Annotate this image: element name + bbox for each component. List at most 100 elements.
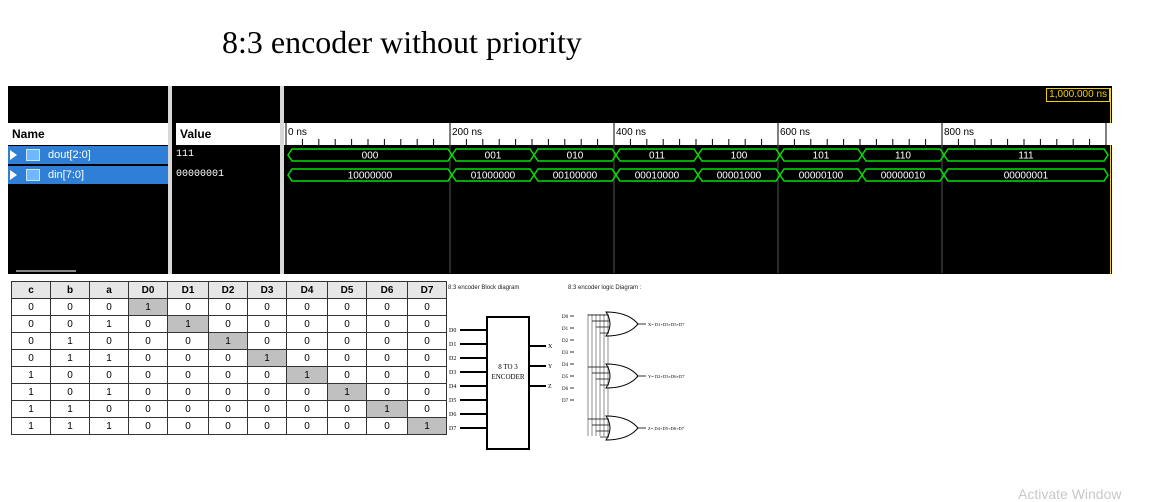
time-cursor[interactable] (1110, 88, 1111, 274)
input-label: D0 (449, 328, 456, 334)
bus-value-label: 00000010 (881, 171, 926, 182)
truth-table-cell: 1 (50, 400, 90, 418)
bus-value-label: 010 (567, 151, 584, 162)
truth-table-cell: 0 (366, 298, 408, 316)
truth-table-cell: 0 (407, 349, 447, 367)
logic-input-label: D4 (562, 363, 569, 368)
truth-table-cell: 0 (208, 417, 248, 435)
value-column-header[interactable]: Value (176, 123, 280, 145)
truth-table-cell: 0 (327, 417, 367, 435)
truth-table-cell: 0 (128, 400, 168, 418)
signal-value-din: 00000001 (176, 169, 225, 180)
signal-name: dout[2:0] (48, 149, 91, 161)
truth-table-column-header: D2 (208, 281, 248, 299)
bus-value-label: 100 (731, 151, 748, 162)
or-gate-icon (605, 311, 639, 337)
truth-table-cell: 0 (286, 315, 328, 333)
signal-row-din[interactable]: din[7:0] (8, 166, 168, 184)
truth-table-cell: 0 (286, 298, 328, 316)
truth-table-cell: 1 (167, 315, 209, 333)
panel-divider[interactable] (280, 86, 284, 274)
bus-value-label: 00100000 (553, 171, 598, 182)
truth-table-cell: 0 (286, 400, 328, 418)
truth-table-cell: 1 (327, 383, 367, 401)
activation-watermark: Activate Window (1018, 486, 1122, 502)
truth-table-cell: 0 (89, 332, 129, 350)
name-column-header[interactable]: Name (8, 123, 168, 145)
bus-segment (943, 168, 1109, 182)
bus-value-label: 001 (485, 151, 502, 162)
truth-table-cell: 1 (89, 383, 129, 401)
value-panel (172, 86, 280, 274)
truth-table-cell: 1 (89, 349, 129, 367)
truth-table-cell: 0 (167, 298, 209, 316)
truth-table-cell: 0 (208, 298, 248, 316)
truth-table-cell: 0 (327, 332, 367, 350)
logic-input-label: D1 (562, 327, 569, 332)
truth-table-cell: 0 (247, 383, 287, 401)
logic-input-label: D3 (562, 351, 569, 356)
truth-table-cell: 0 (327, 298, 367, 316)
truth-table-cell: 0 (247, 400, 287, 418)
bus-value-label: 00000001 (1004, 171, 1049, 182)
truth-table-cell: 0 (366, 366, 408, 384)
time-ruler[interactable] (284, 123, 1112, 145)
bus-value-label: 00001000 (717, 171, 762, 182)
truth-table-column-header: D7 (407, 281, 447, 299)
input-label: D1 (449, 342, 456, 348)
truth-table-cell: 1 (11, 417, 51, 435)
truth-table-column-header: D0 (128, 281, 168, 299)
block-diagram-caption: 8:3 encoder Block diagram (448, 285, 520, 291)
truth-table-cell: 0 (286, 349, 328, 367)
bus-value-label: 000 (362, 151, 379, 162)
truth-table-cell: 0 (208, 383, 248, 401)
truth-table-cell: 0 (11, 315, 51, 333)
bus-signal-icon (26, 169, 40, 181)
truth-table-cell: 1 (50, 349, 90, 367)
truth-table-cell: 0 (128, 332, 168, 350)
truth-table-cell: 0 (11, 332, 51, 350)
truth-table-cell: 0 (50, 298, 90, 316)
truth-table-cell: 0 (89, 366, 129, 384)
logic-input-label: D6 (562, 387, 569, 392)
truth-table-cell: 1 (366, 400, 408, 418)
truth-table-cell: 1 (247, 349, 287, 367)
logic-diagram-caption: 8:3 encoder logic Diagram : (568, 285, 642, 291)
truth-table-cell: 0 (89, 400, 129, 418)
truth-table-cell: 0 (128, 417, 168, 435)
truth-table-cell: 0 (407, 332, 447, 350)
ruler-tick-label: 200 ns (452, 127, 482, 138)
input-label: D6 (449, 412, 456, 418)
input-label: D3 (449, 370, 456, 376)
cursor-time-readout: 1,000.000 ns (1046, 88, 1110, 102)
truth-table-cell: 0 (407, 315, 447, 333)
input-label: D2 (449, 356, 456, 362)
truth-table-cell: 1 (50, 417, 90, 435)
input-label: D5 (449, 398, 456, 404)
logic-input-label: D5 (562, 375, 569, 380)
name-scrollbar[interactable] (16, 270, 76, 272)
truth-table-cell: 0 (208, 400, 248, 418)
truth-table-cell: 0 (208, 366, 248, 384)
signal-row-dout[interactable]: dout[2:0] (8, 146, 168, 164)
page-title: 8:3 encoder without priority (222, 24, 582, 60)
encoder-box-label: 8 TO 3 ENCODER (486, 362, 530, 382)
truth-table-cell: 0 (247, 366, 287, 384)
expand-arrow-icon[interactable] (10, 150, 17, 160)
bus-value-label: 111 (1018, 151, 1034, 162)
truth-table-cell: 0 (128, 315, 168, 333)
expand-arrow-icon[interactable] (10, 170, 17, 180)
truth-table-cell: 1 (11, 366, 51, 384)
gate-output-equation: X= D1+D3+D5+D7 (648, 322, 685, 327)
truth-table-cell: 0 (167, 383, 209, 401)
panel-divider[interactable] (168, 86, 172, 274)
ruler-tick-label: 800 ns (944, 127, 974, 138)
